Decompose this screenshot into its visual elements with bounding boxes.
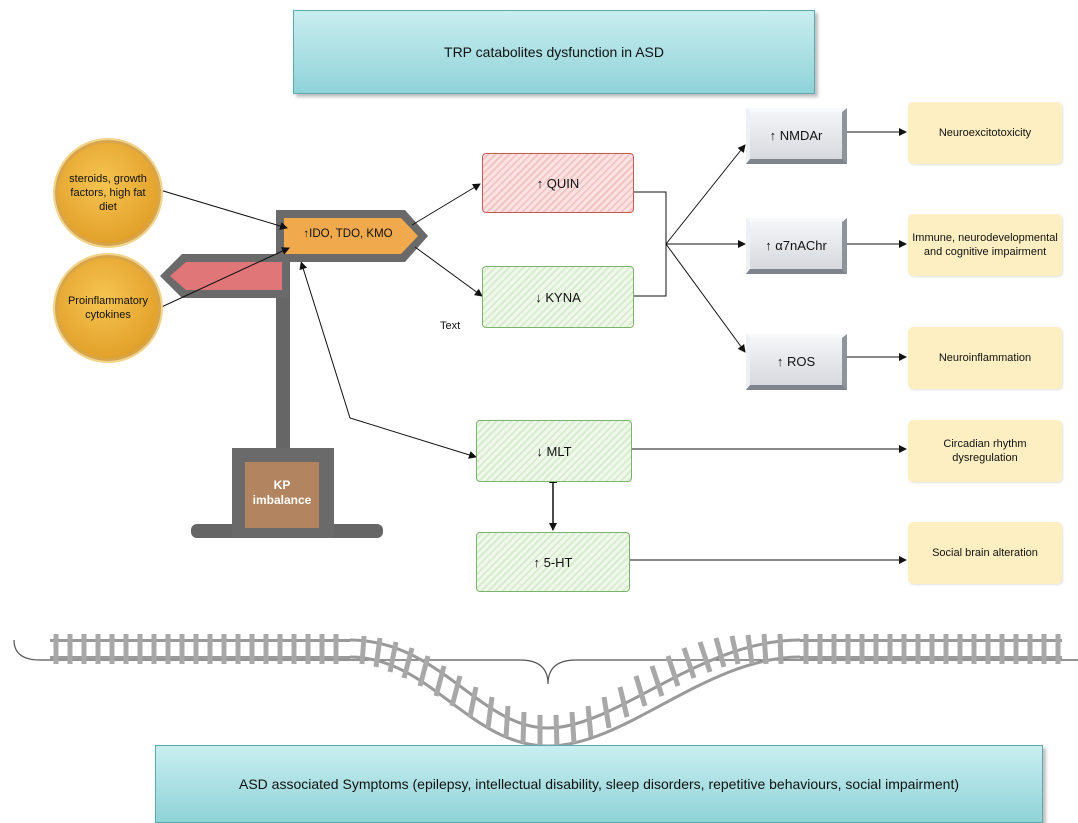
ros-box: ↑ ROS (746, 334, 847, 390)
neuroexcitotoxicity-label: Neuroexcitotoxicity (938, 127, 1032, 139)
diagram-title: TRP catabolites dysfunction in ASD (444, 44, 664, 60)
circle-cytokines-label: Proinflammatory cytokines (67, 295, 149, 321)
outcome-neuroexcitotoxicity: Neuroexcitotoxicity (908, 102, 1062, 164)
mlt-box: ↓ MLT (476, 420, 632, 482)
outcome-social: Social brain alteration (908, 522, 1062, 584)
nmdar-label: ↑ NMDAr (769, 128, 823, 143)
kyna-box: ↓ KYNA (482, 266, 634, 328)
outcome-immune: Immune, neurodevelopmental and cognitive… (908, 214, 1062, 276)
kyna-label: ↓ KYNA (535, 289, 581, 305)
neuroinflammation-label: Neuroinflammation (938, 352, 1032, 364)
5ht-box: ↑ 5-HT (476, 532, 630, 592)
outcome-neuroinflammation: Neuroinflammation (908, 327, 1062, 389)
input-circle-diet: steroids, growth factors, high fat diet (55, 140, 161, 246)
kp-imbalance-label: KP imbalance (245, 478, 319, 508)
footer-text: ASD associated Symptoms (epilepsy, intel… (238, 776, 959, 792)
circadian-label: Circadian rhythm dysregulation (943, 438, 1027, 464)
footer-banner: ASD associated Symptoms (epilepsy, intel… (155, 745, 1043, 823)
immune-label: Immune, neurodevelopmental and cognitive… (912, 232, 1058, 258)
mlt-label: ↓ MLT (536, 443, 572, 459)
input-circle-cytokines: Proinflammatory cytokines (55, 255, 161, 361)
ros-label: ↑ ROS (776, 354, 816, 369)
a7nachr-box: ↑ α7nAChr (746, 218, 847, 274)
a7nachr-label: ↑ α7nAChr (765, 238, 827, 253)
circle-diet-label: steroids, growth factors, high fat diet (69, 173, 147, 213)
enzyme-sign-label: ↑IDO, TDO, KMO (303, 228, 393, 240)
title-banner: TRP catabolites dysfunction in ASD (293, 10, 815, 94)
quin-label: ↑ QUIN (536, 175, 580, 191)
railway-track-graphic (13, 633, 1078, 748)
stray-text: Text (440, 320, 461, 332)
kp-label-line2: imbalance (252, 493, 312, 507)
signpost-graphic (160, 210, 428, 538)
social-label: Social brain alteration (932, 547, 1038, 559)
kp-label-line1: KP (273, 478, 291, 492)
outcome-circadian: Circadian rhythm dysregulation (908, 420, 1062, 482)
nmdar-box: ↑ NMDAr (746, 108, 847, 164)
quin-box: ↑ QUIN (482, 153, 634, 213)
5ht-label: ↑ 5-HT (533, 554, 573, 570)
